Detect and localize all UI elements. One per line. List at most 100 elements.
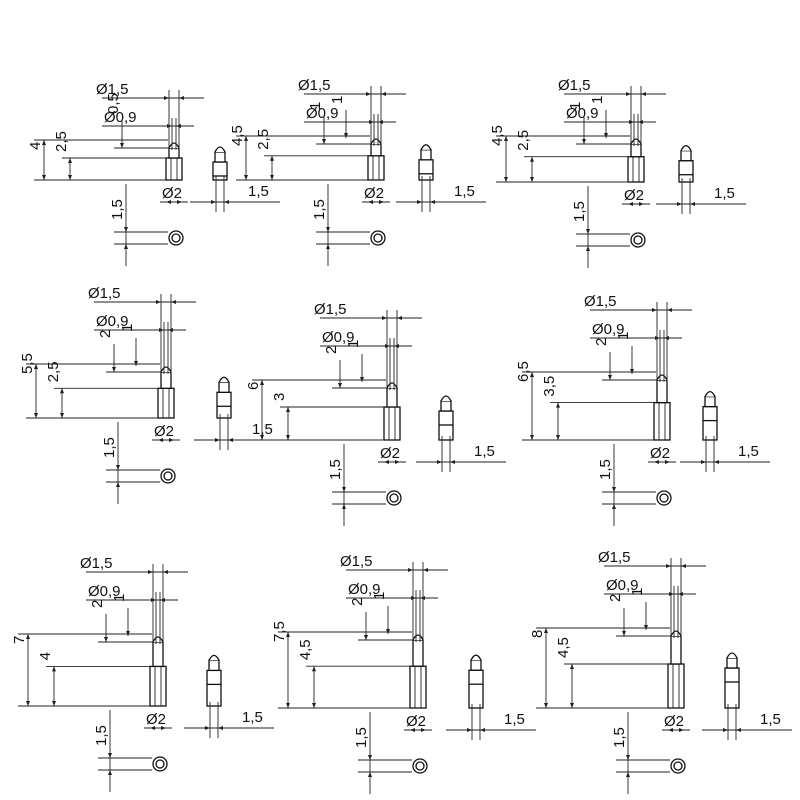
arrowhead <box>158 438 163 442</box>
arrowhead <box>167 124 172 128</box>
top-view-inner-circle <box>155 759 165 769</box>
dim-label-d-body: Ø2 <box>406 713 426 730</box>
arrowhead <box>150 726 155 730</box>
pin-body <box>165 157 183 181</box>
arrowhead <box>369 120 374 124</box>
side-body <box>216 391 232 419</box>
pin-plunger <box>670 635 682 665</box>
arrowhead <box>116 465 120 470</box>
arrowhead <box>530 156 534 162</box>
arrowhead <box>159 328 164 332</box>
pin-tip <box>656 374 668 381</box>
arrowhead <box>322 139 326 144</box>
arrowhead <box>52 666 56 672</box>
side-tip <box>680 145 692 152</box>
arrowhead <box>437 460 442 464</box>
arrowhead <box>368 200 373 204</box>
dim-label-pitch-v: 1,5 <box>597 459 614 480</box>
dim-label-d-tip: Ø1,5 <box>298 77 331 94</box>
dim-label-pitch-h: 1,5 <box>248 183 269 200</box>
dim-label-d-plunger: Ø0,9 <box>606 577 639 594</box>
pin-top-view <box>160 468 176 484</box>
dim-label-extra: 1 <box>615 332 632 340</box>
dim-label-extra: 1 <box>629 588 646 596</box>
dim-label-d-tip: Ø1,5 <box>340 553 373 570</box>
dim-label-d-body: Ø2 <box>154 423 174 440</box>
arrowhead <box>60 413 64 418</box>
dim-label-d-tip: Ø1,5 <box>558 77 591 94</box>
arrowhead <box>644 625 648 630</box>
pin-plunger <box>168 147 180 159</box>
arrowhead <box>60 388 64 394</box>
dim-label-d-plunger: Ø0,9 <box>96 313 129 330</box>
pin-body <box>383 406 401 441</box>
arrowhead <box>68 175 72 180</box>
dim-label-total: 4,5 <box>489 125 506 146</box>
arrowhead <box>224 200 229 204</box>
pin-plunger <box>152 641 164 668</box>
arrowhead <box>161 726 166 730</box>
arrowhead <box>112 367 116 372</box>
dim-label-d-plunger: Ø0,9 <box>88 583 121 600</box>
arrowhead <box>612 487 616 492</box>
arrowhead <box>701 460 706 464</box>
dim-label-d-tip: Ø1,5 <box>88 285 121 302</box>
arrowhead <box>450 460 455 464</box>
arrowhead <box>423 568 428 572</box>
arrowhead <box>626 92 631 96</box>
arrowhead <box>723 728 728 732</box>
dim-label-d-body: Ø2 <box>380 445 400 462</box>
dim-label-d-body: Ø2 <box>364 185 384 202</box>
arrowhead <box>397 316 402 320</box>
dim-label-total: 7 <box>11 636 28 644</box>
arrowhead <box>411 596 416 600</box>
arrowhead <box>556 402 560 408</box>
side-plunger <box>470 659 482 671</box>
arrowhead <box>586 246 590 251</box>
dim-label-pitch-v: 1,5 <box>611 727 628 748</box>
top-view-inner-circle <box>389 493 399 503</box>
arrowhead <box>148 570 153 574</box>
arrowhead <box>126 631 130 636</box>
arrowhead <box>286 407 290 412</box>
pin-front-view <box>383 382 401 441</box>
dim-label-tip: 2 <box>323 346 340 354</box>
arrowhead <box>421 728 426 732</box>
pin-side-view <box>216 376 232 419</box>
arrowhead <box>68 158 72 163</box>
top-view-inner-circle <box>171 233 181 243</box>
arrowhead <box>104 637 108 642</box>
arrowhead <box>604 133 608 138</box>
pin-plunger <box>412 639 424 667</box>
dim-label-d-tip: Ø1,5 <box>80 555 113 572</box>
side-tip <box>440 395 452 402</box>
side-tip <box>704 390 716 397</box>
pin-top-view <box>168 230 184 246</box>
top-view-inner-circle <box>163 471 173 481</box>
pin-front-view <box>367 138 385 181</box>
dim-label-d-tip: Ø1,5 <box>314 301 347 318</box>
dim-label-tip: 1 <box>567 102 584 110</box>
dim-label-d-plunger: Ø0,9 <box>566 105 599 122</box>
dim-label-d-body: Ø2 <box>162 185 182 202</box>
side-tip <box>726 652 738 659</box>
dim-label-body: 2,5 <box>255 129 272 150</box>
dim-label-pitch-v: 1,5 <box>109 199 126 220</box>
arrowhead <box>639 202 644 206</box>
dim-label-pitch-v: 1,5 <box>311 199 328 220</box>
pin-top-view <box>656 490 672 506</box>
pin-body <box>409 665 427 709</box>
arrowhead <box>286 435 290 440</box>
arrowhead <box>655 336 660 340</box>
dim-label-tip: 2 <box>593 338 610 346</box>
arrowhead <box>26 634 30 639</box>
arrowhead <box>134 361 138 366</box>
arrowhead <box>530 372 534 377</box>
dim-label-d-body: Ø2 <box>624 187 644 204</box>
arrowhead <box>368 755 372 760</box>
side-plunger <box>218 381 230 393</box>
dim-label-pitch-v: 1,5 <box>101 437 118 458</box>
